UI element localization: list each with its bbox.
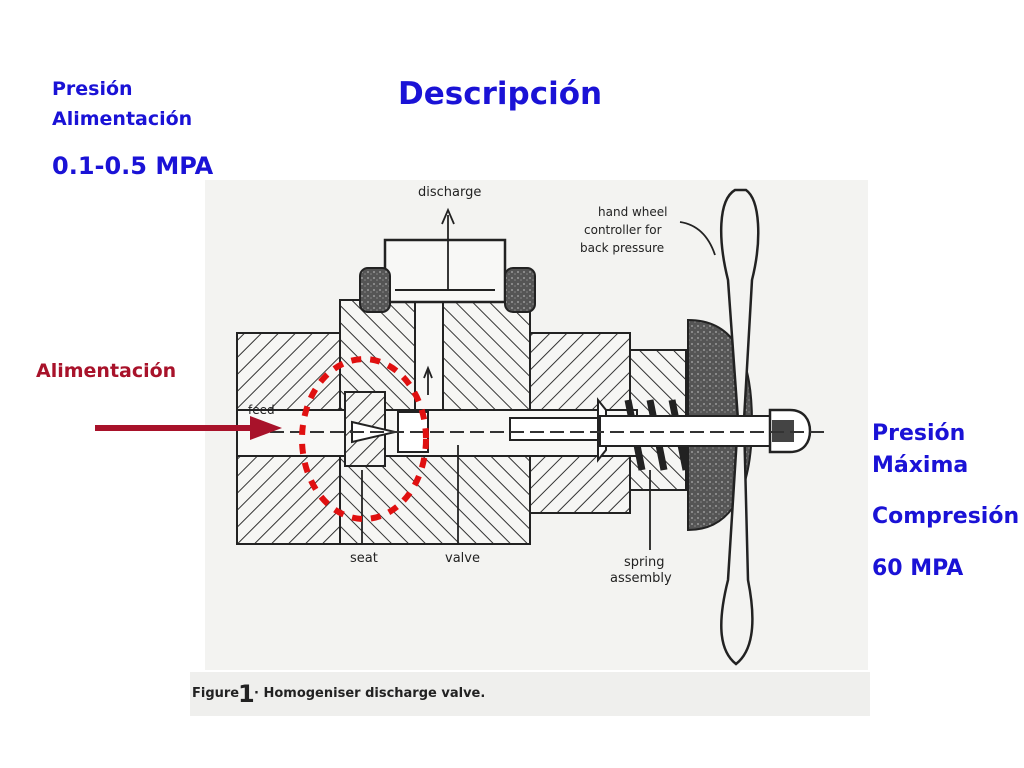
feed-label: Alimentación [36, 360, 177, 382]
caption-text: · Homogeniser discharge valve. [254, 686, 485, 701]
figure-caption-band [190, 672, 870, 716]
leader-lines [361, 207, 716, 550]
seat-label: seat [350, 551, 378, 566]
seat-highlight-circle [299, 356, 429, 522]
figure-caption: Figure 1 · Homogeniser discharge valve. [192, 680, 485, 708]
compression-label: Compresión [872, 504, 1020, 529]
discharge-fitting [359, 238, 536, 313]
feed-pressure-value: 0.1-0.5 MPA [52, 152, 214, 180]
feed-figure-label: feed [248, 403, 275, 417]
max-pressure-value: 60 MPA [872, 556, 964, 581]
spring-label-line1: spring [624, 555, 664, 570]
hand-wheel-label-line2: controller for [584, 223, 662, 237]
hand-wheel-label-line1: hand wheel [598, 205, 668, 219]
caption-prefix: Figure [192, 686, 239, 701]
discharge-label: discharge [418, 185, 481, 200]
max-pressure-label: Presión Máxima [872, 421, 969, 478]
caption-number: 1 [238, 680, 255, 708]
spring-label-line2: assembly [610, 571, 672, 586]
feed-pressure-label: Presión Alimentación [52, 78, 193, 130]
feed-arrow [95, 416, 282, 440]
hand-wheel-label-line3: back pressure [580, 241, 664, 255]
slide-title: Descripción [398, 76, 603, 112]
valve-label: valve [445, 551, 480, 566]
